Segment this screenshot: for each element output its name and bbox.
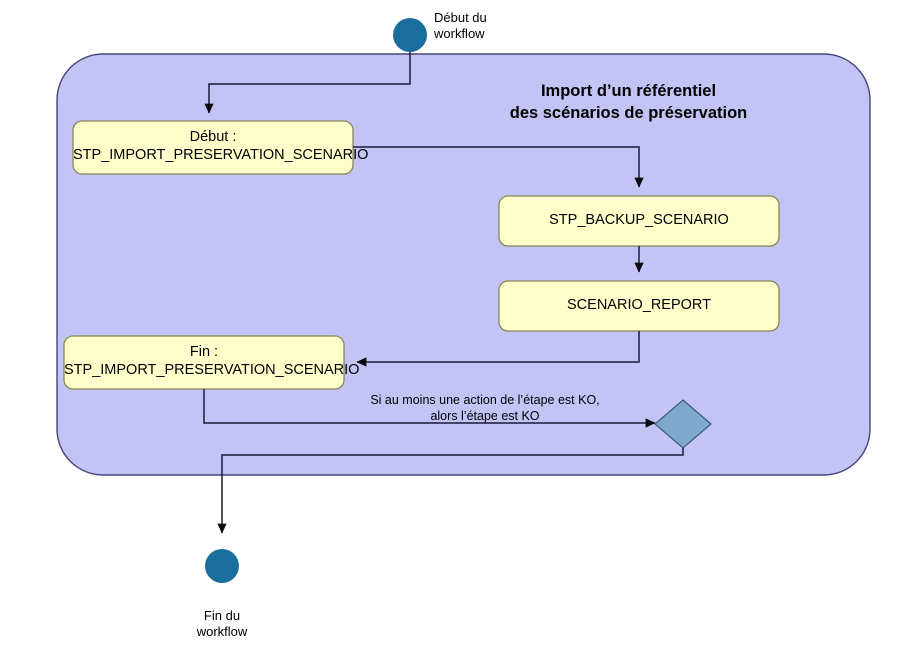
edge-step-end-to-decision	[203, 389, 656, 428]
edge-step-begin-to-backup	[353, 146, 644, 188]
start-workflow-node	[393, 18, 427, 52]
box-stp-backup-scenario	[498, 195, 780, 247]
edge-report-to-step-end	[356, 331, 640, 367]
workflow-container	[56, 53, 871, 476]
box-scenario-report	[498, 280, 780, 332]
box-step-end	[63, 335, 345, 390]
end-workflow-node	[205, 549, 239, 583]
box-step-begin	[72, 120, 354, 175]
edge-start-to-step-begin	[204, 52, 411, 114]
edge-decision-to-end-node	[217, 448, 684, 534]
